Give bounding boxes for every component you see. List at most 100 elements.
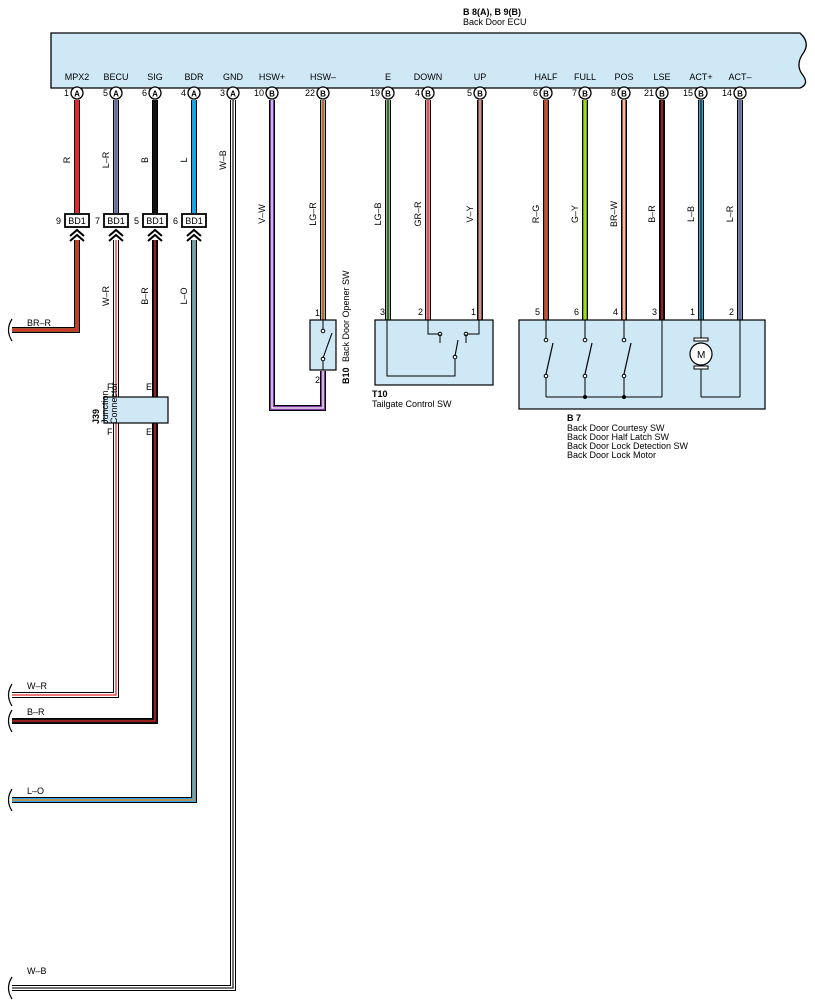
- wire-break-icon: [7, 318, 13, 342]
- wire-label-bdr: L: [179, 157, 189, 162]
- wire-wr: [12, 240, 119, 698]
- ecu-pin-connector: B: [425, 90, 431, 99]
- ecu-pin-number: 4: [181, 88, 186, 98]
- ecu-pin-label: ACT+: [689, 72, 712, 82]
- bd1-label: BD1: [107, 216, 125, 226]
- bd1-pin-7: BD1 7: [95, 213, 129, 242]
- ecu-pin-connector: A: [191, 90, 197, 99]
- ecu-pin-label: SIG: [147, 72, 163, 82]
- ecu-pin-connector: B: [477, 90, 483, 99]
- wire-gnd: [12, 100, 236, 991]
- b10-pin-2: 2: [315, 375, 320, 385]
- ecu-pin-label: POS: [614, 72, 633, 82]
- connector-circle-icon: [617, 86, 631, 100]
- label-br: B–R: [27, 707, 45, 717]
- connector-circle-icon: [226, 86, 240, 100]
- b7-name-3: Back Door Lock Detection SW: [567, 441, 689, 451]
- connector-circle-icon: [316, 86, 330, 100]
- b7-code: B 7: [567, 413, 581, 423]
- label-wb: W–B: [27, 966, 47, 976]
- ecu-pin-label: HSW–: [310, 72, 336, 82]
- j39-pin-f-top: F: [107, 382, 113, 392]
- bd1-pin-number: 7: [95, 216, 100, 226]
- ecu-pin-connector: A: [74, 90, 80, 99]
- wire-label-down: GR–R: [413, 201, 423, 227]
- connector-circle-icon: [148, 86, 162, 100]
- chevron-up-icon: [147, 228, 163, 237]
- wire-label-actm: L–R: [725, 205, 735, 222]
- ecu-pin-label: HSW+: [259, 72, 285, 82]
- b7-pin-2: 2: [729, 307, 734, 317]
- ecu-pin-label: HALF: [534, 72, 558, 82]
- ecu-name: Back Door ECU: [463, 17, 527, 27]
- ecu-pin-label: ACT–: [728, 72, 751, 82]
- wire-break-icon: [7, 709, 13, 733]
- b10-name: Back Door Opener SW: [341, 270, 351, 362]
- wires: [7, 100, 743, 1000]
- b7-name-4: Back Door Lock Motor: [567, 450, 656, 460]
- ecu-pin-label: MPX2: [65, 72, 90, 82]
- bd1-pin-6: BD1 6: [173, 213, 207, 242]
- ecu-box: [50, 32, 807, 89]
- connector-circle-icon: [733, 86, 747, 100]
- ecu-pin-label: E: [385, 72, 391, 82]
- ecu-pin-number: 1: [64, 88, 69, 98]
- j39-pin-e-bottom: E: [146, 427, 152, 437]
- ecu-pin-label: BDR: [184, 72, 204, 82]
- ecu-pin-number: 22: [305, 88, 315, 98]
- ecu-pin-number: 8: [611, 88, 616, 98]
- b7-name-1: Back Door Courtesy SW: [567, 423, 665, 433]
- ecu-pin-number: 15: [683, 88, 693, 98]
- j39-junction-connector: F E F E J39 Junction Connector: [91, 382, 169, 437]
- bd1-label: BD1: [185, 216, 203, 226]
- b7-lock-assembly: 5 6 4 3 1 2: [518, 307, 766, 460]
- wire-label-pos: BR–W: [609, 201, 619, 228]
- ecu-pin-connector: A: [230, 90, 236, 99]
- ecu-pin-label: FULL: [574, 72, 596, 82]
- ecu-pin-number: 7: [572, 88, 577, 98]
- wire-hswp: [269, 100, 326, 411]
- wire-label-br: B–R: [140, 287, 150, 305]
- ecu-pin-number: 5: [467, 88, 472, 98]
- wire-label-wr: W–R: [101, 286, 111, 307]
- ecu-pin-connector: B: [320, 90, 326, 99]
- wire-label-hswm: LG–R: [308, 202, 318, 226]
- label-lo: L–O: [27, 786, 44, 796]
- ecu-pin-number: 14: [722, 88, 732, 98]
- ecu-pin-number: 10: [254, 88, 264, 98]
- wire-label-lse: B–R: [647, 205, 657, 223]
- b10-pin-1: 1: [315, 308, 320, 318]
- connector-circle-icon: [381, 86, 395, 100]
- connector-circle-icon: [655, 86, 669, 100]
- b10-opener-switch: 1 2 B10 Back Door Opener SW: [309, 270, 351, 385]
- ecu-pin-act-: ACT– 14 B: [722, 72, 752, 100]
- wire-label-actp: L–B: [686, 206, 696, 222]
- label-wr: W–R: [27, 681, 48, 691]
- connector-circle-icon: [473, 86, 487, 100]
- ecu-pin-label: BECU: [103, 72, 128, 82]
- t10-box: [374, 319, 494, 386]
- j39-name-1: Junction: [100, 390, 110, 424]
- ecu-pin-connector: B: [698, 90, 704, 99]
- ecu-pin-number: 3: [220, 88, 225, 98]
- label-brr: BR–R: [27, 318, 52, 328]
- ecu-pin-connector: B: [737, 90, 743, 99]
- ecu-pin-label: DOWN: [414, 72, 443, 82]
- ecu-pin-number: 4: [415, 88, 420, 98]
- wire-label-sig: B: [140, 157, 150, 163]
- b7-pin-4: 4: [613, 307, 618, 317]
- b7-pin-5: 5: [535, 307, 540, 317]
- bd1-pin-number: 6: [173, 216, 178, 226]
